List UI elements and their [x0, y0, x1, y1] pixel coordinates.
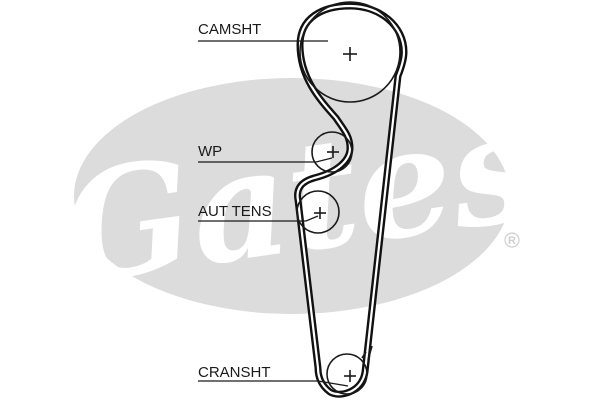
- water-pump-pulley-circle: [311, 131, 353, 173]
- label-camshaft: CAMSHT: [198, 21, 328, 42]
- crankshaft-timing-mark-1: [361, 351, 367, 359]
- label-auto-tensioner: AUT TENS: [198, 203, 319, 222]
- label-auto-tensioner-text: AUT TENS: [198, 203, 272, 220]
- label-crankshaft-text: CRANSHT: [198, 364, 271, 381]
- auto-tensioner-pulley-circle: [296, 190, 340, 234]
- camshaft-pulley: [299, 1, 401, 103]
- label-camshaft-text: CAMSHT: [198, 21, 261, 38]
- label-water-pump-text: WP: [198, 143, 222, 160]
- label-water-pump-leader: [198, 157, 333, 163]
- water-pump-pulley: [311, 131, 353, 173]
- camshaft-pulley-circle: [299, 1, 401, 103]
- crankshaft-pulley-circle: [326, 353, 368, 395]
- crankshaft-timing-mark-2: [367, 345, 373, 361]
- registered-mark-letter: R: [508, 235, 516, 247]
- label-auto-tensioner-leader: [198, 215, 319, 222]
- auto-tensioner-pulley: [296, 190, 340, 234]
- label-crankshaft-leader: [198, 380, 349, 387]
- label-water-pump: WP: [198, 143, 333, 163]
- registered-mark-icon: [504, 232, 520, 248]
- label-crankshaft: CRANSHT: [198, 364, 349, 387]
- watermark-ellipse: [74, 78, 510, 314]
- crankshaft-pulley: [326, 345, 373, 395]
